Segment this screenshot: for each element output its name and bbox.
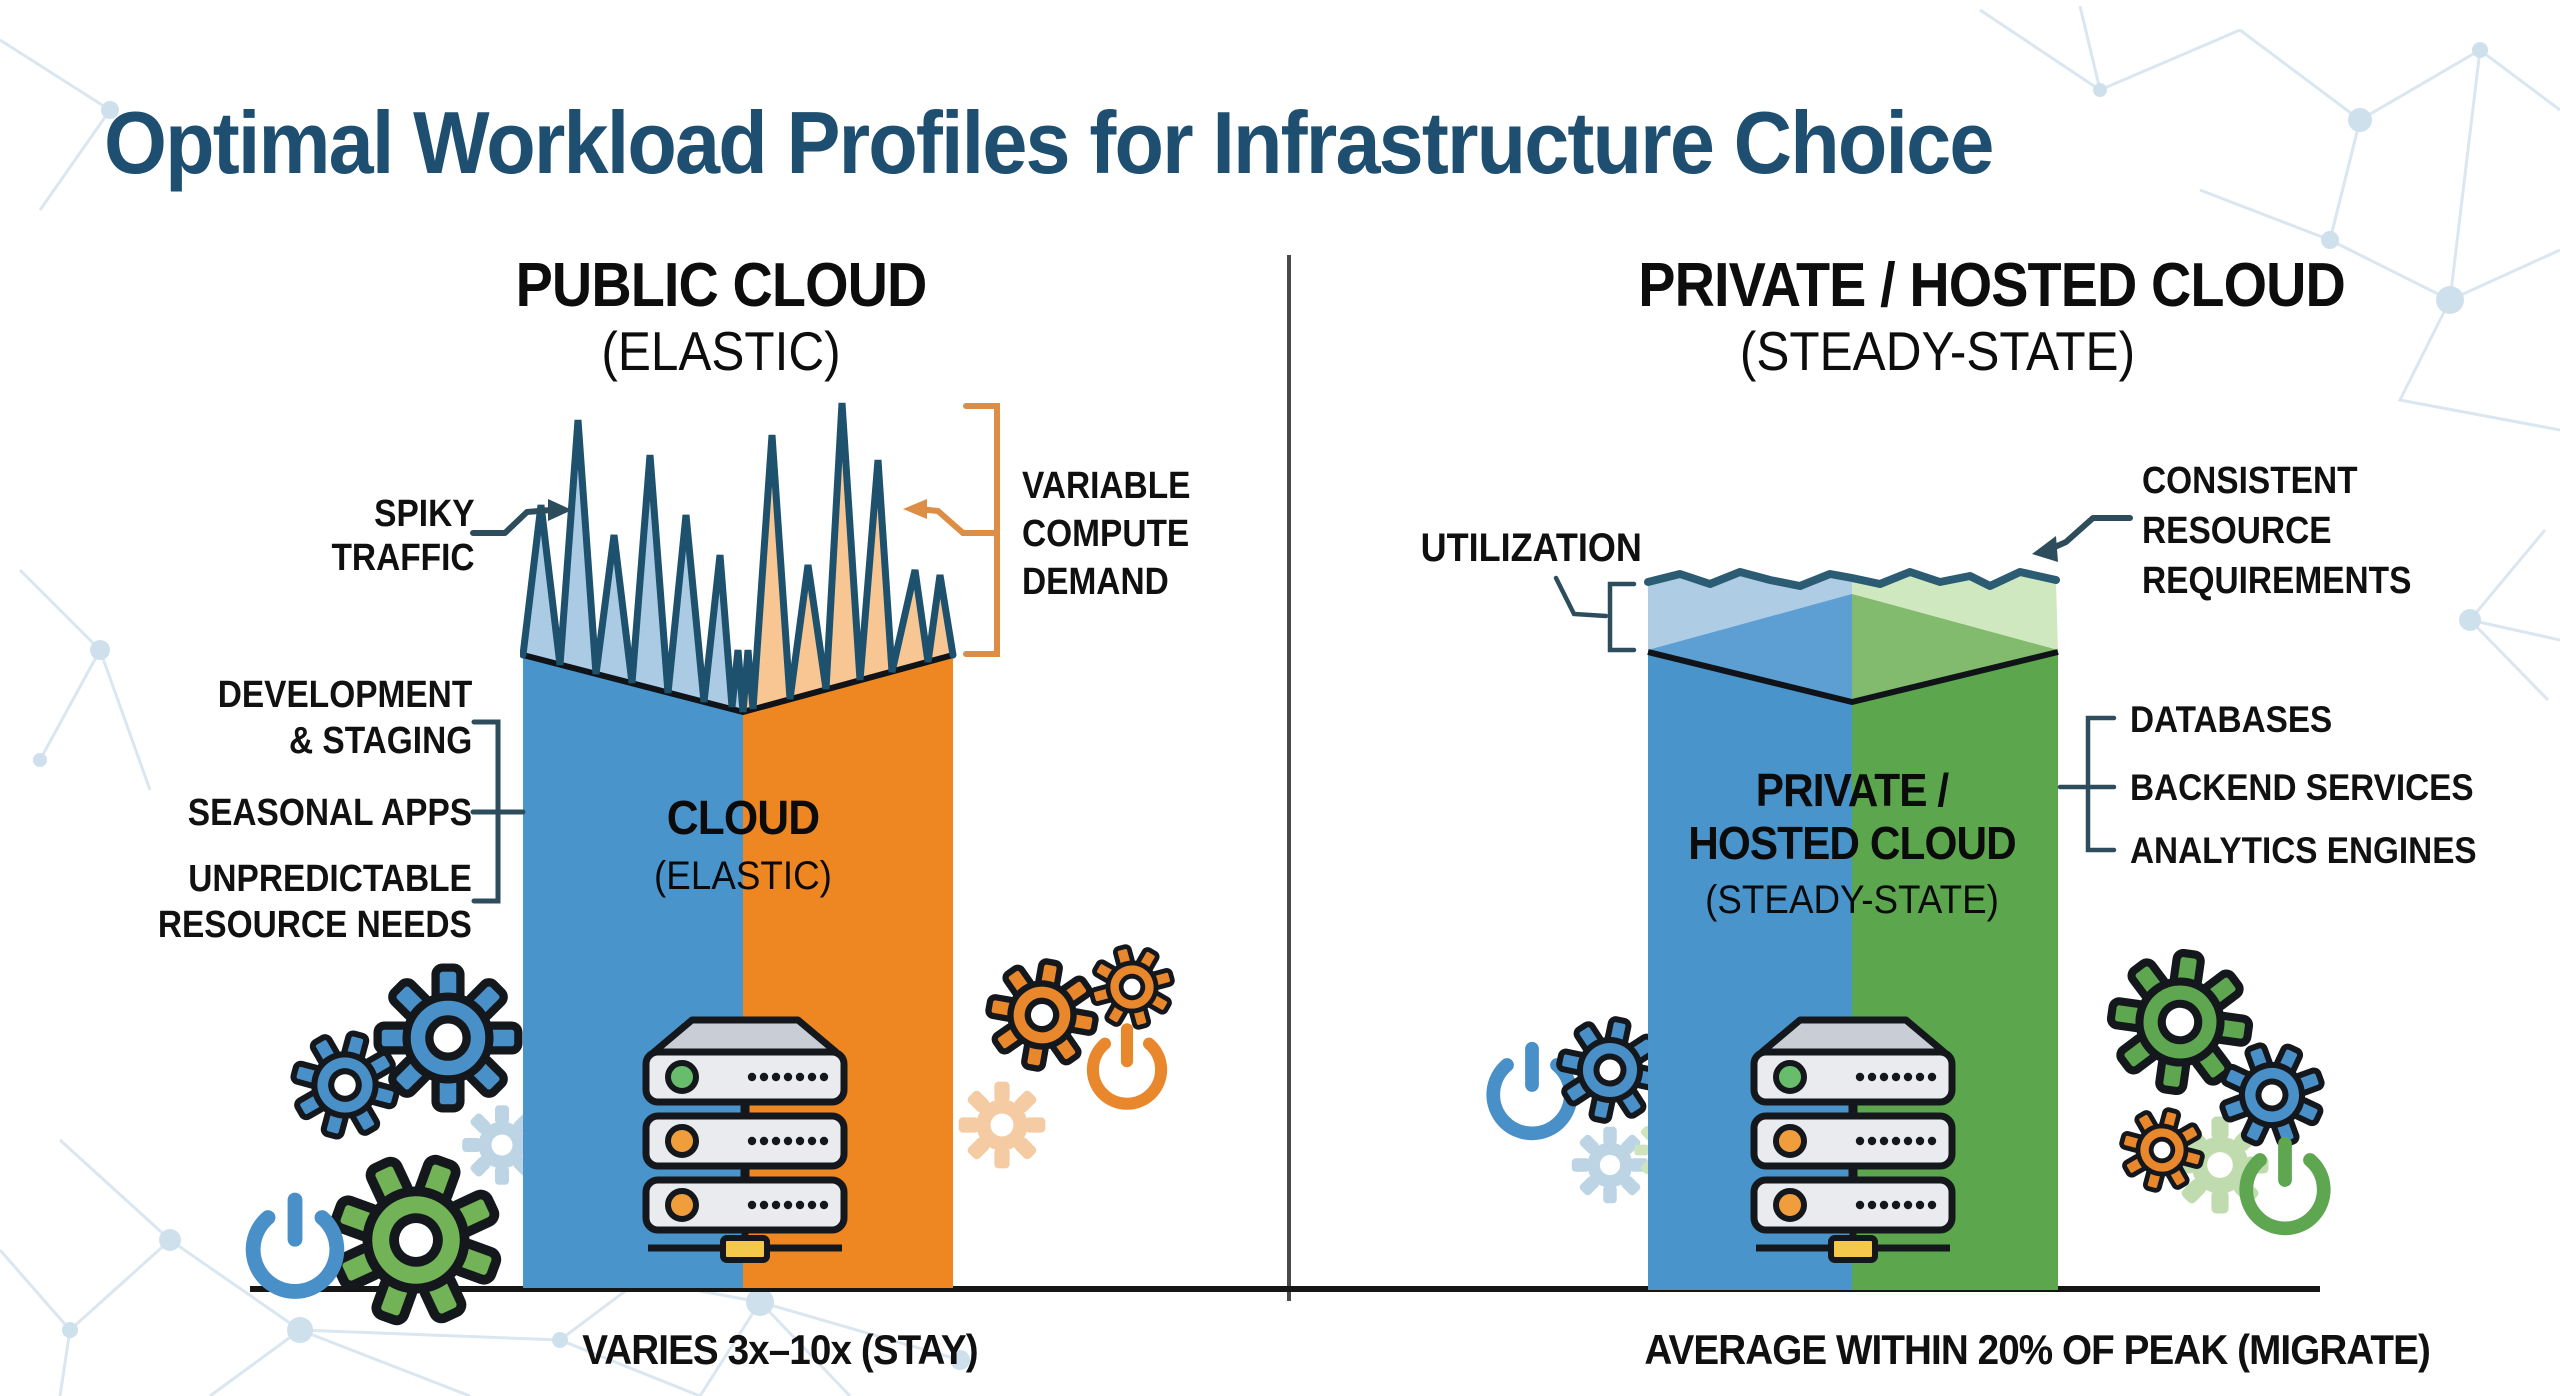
right-column-label-line1: PRIVATE /: [1755, 764, 1949, 816]
left-orange-gear-cluster: [958, 930, 1240, 1169]
right-caption: AVERAGE WITHIN 20% OF PEAK (MIGRATE): [1644, 1326, 2430, 1373]
column-top-edge: [1647, 649, 2059, 705]
band-mid-blue-triangle: [1648, 594, 1852, 702]
server-stack-icon: [1738, 1012, 1968, 1266]
baseline-rule: [250, 1286, 2320, 1292]
right-green-gear-cluster: [2100, 950, 2420, 1290]
page-title: Optimal Workload Profiles for Infrastruc…: [104, 93, 1994, 192]
right-heading-text: PRIVATE / HOSTED CLOUD: [1638, 251, 2346, 320]
power-icon: [253, 1200, 337, 1291]
workload-analytics-engines: ANALYTICS ENGINES: [2130, 830, 2477, 871]
left-column-label: CLOUD (ELASTIC): [554, 792, 931, 900]
left-subheading-text: (ELASTIC): [601, 320, 841, 382]
left-panel-heading: PUBLIC CLOUD (ELASTIC): [451, 251, 991, 383]
power-icon: [1093, 1029, 1161, 1103]
gear-icon: [1571, 1126, 1649, 1204]
right-column-label-line3: (STEADY-STATE): [1705, 878, 1999, 922]
panel-divider: [1287, 255, 1291, 1301]
use-case-line: SEASONAL APPS: [187, 792, 472, 834]
consistent-line2: RESOURCE: [2142, 510, 2332, 552]
gear-icon: [378, 968, 519, 1109]
use-case-development-staging: DEVELOPMENT & STAGING: [217, 672, 472, 764]
spiky-traffic-label: SPIKY TRAFFIC: [332, 492, 475, 580]
use-case-line: RESOURCE NEEDS: [157, 904, 472, 946]
server-stack-icon: [630, 1012, 860, 1266]
use-case-line: & STAGING: [288, 720, 472, 762]
spiky-traffic-line2: TRAFFIC: [331, 537, 475, 579]
demand-line1: VARIABLE: [1022, 465, 1191, 507]
left-column-label-line2: (ELASTIC): [654, 854, 832, 898]
variable-compute-demand-label: VARIABLE COMPUTE DEMAND: [1022, 462, 1190, 606]
right-subheading-text: (STEADY-STATE): [1739, 320, 2136, 382]
spiky-traffic-line1: SPIKY: [374, 493, 475, 535]
gear-icon: [958, 1081, 1046, 1169]
spike-fill-blue: [523, 420, 743, 712]
use-case-line: DEVELOPMENT: [217, 674, 472, 716]
left-column-label-line1: CLOUD: [666, 792, 820, 845]
demand-line2: COMPUTE: [1022, 513, 1190, 555]
consistent-requirements-label: CONSISTENT RESOURCE REQUIREMENTS: [2142, 456, 2411, 606]
gear-icon: [980, 953, 1104, 1077]
consistent-line1: CONSISTENT: [2142, 460, 2358, 502]
workload-databases: DATABASES: [2130, 699, 2333, 740]
use-case-seasonal-apps: SEASONAL APPS: [188, 790, 472, 836]
left-heading-text: PUBLIC CLOUD: [515, 251, 928, 320]
right-steady-column-graph: [1644, 568, 2060, 1290]
utilization-label: UTILIZATION: [1420, 526, 1642, 570]
right-panel-heading: PRIVATE / HOSTED CLOUD (STEADY-STATE): [1638, 251, 2346, 383]
utilization-wave-line: [1644, 568, 2060, 590]
left-caption: VARIES 3x–10x (STAY): [582, 1326, 978, 1373]
demand-line3: DEMAND: [1022, 561, 1169, 603]
workload-backend-services: BACKEND SERVICES: [2130, 767, 2474, 808]
consistent-line3: REQUIREMENTS: [2142, 560, 2412, 602]
use-case-line: UNPREDICTABLE: [188, 858, 472, 900]
band-mid-green-triangle: [1852, 594, 2058, 702]
right-column-label: PRIVATE / HOSTED CLOUD (STEADY-STATE): [1668, 764, 2036, 924]
use-case-unpredictable-needs: UNPREDICTABLE RESOURCE NEEDS: [158, 856, 472, 948]
spiky-traffic-line: [520, 402, 957, 713]
power-icon: [2246, 1144, 2324, 1229]
right-column-label-line2: HOSTED CLOUD: [1688, 817, 2016, 869]
